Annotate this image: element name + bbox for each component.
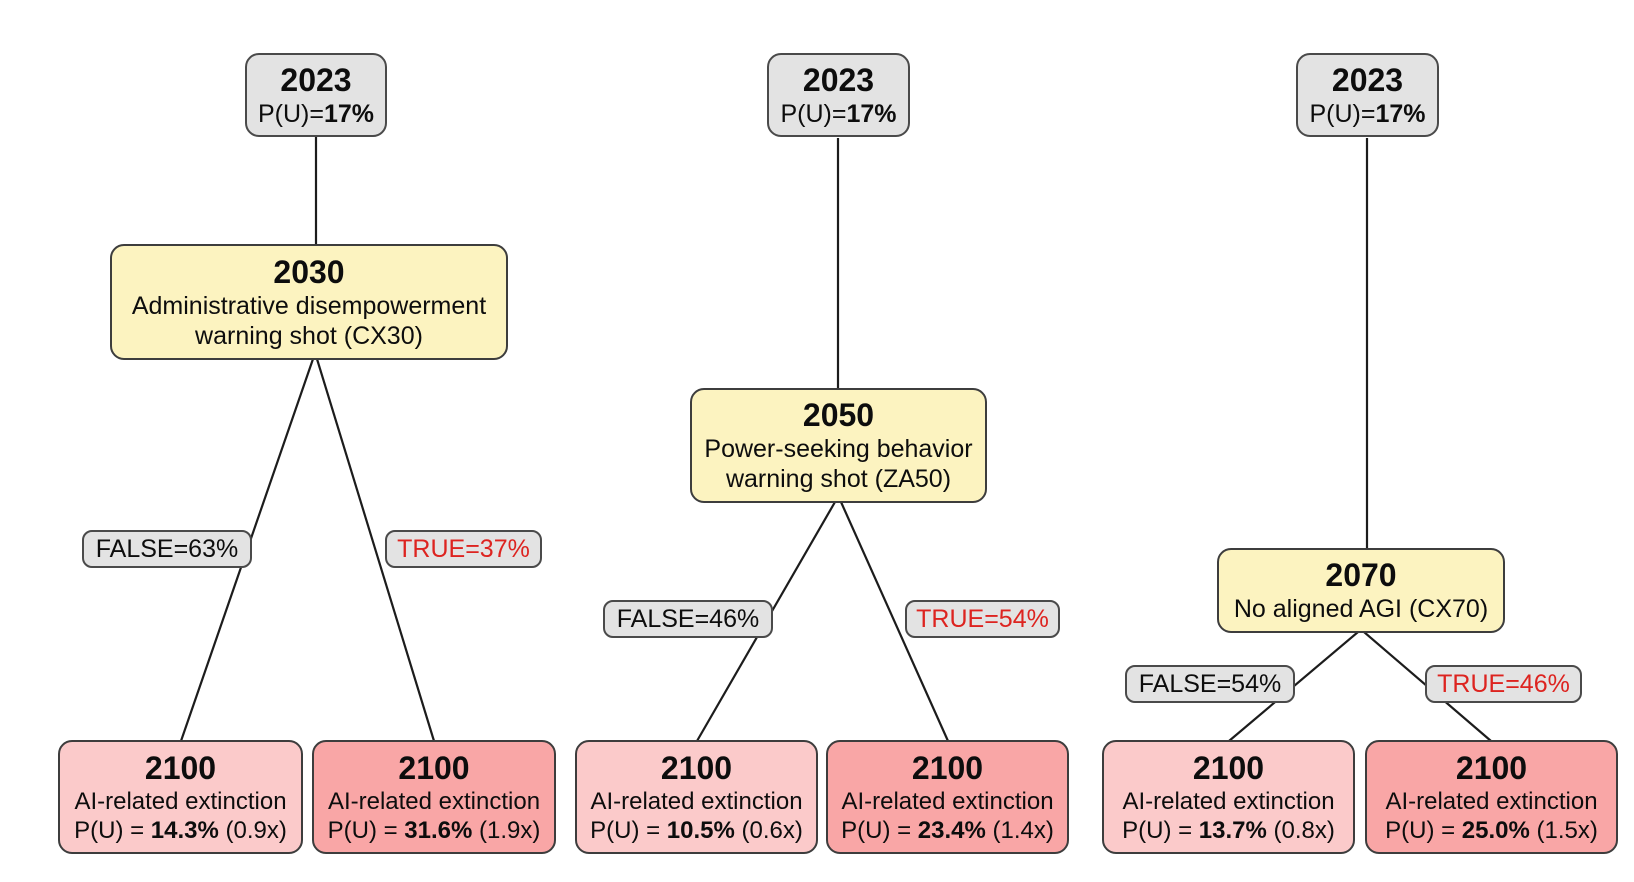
pu-prefix: P(U) = [1385,816,1462,844]
leaf-year: 2100 [144,749,217,786]
pu-multiplier: (1.5x) [1529,816,1598,844]
pu-value: 17% [846,99,897,128]
tree1-branch-year: 2030 [273,253,345,290]
pu-value: 25.0% [1461,816,1530,844]
pu-value: 31.6% [404,816,473,844]
tree3-branch-year: 2070 [1325,557,1397,593]
leaf-event: AI-related extinction [74,787,287,815]
pu-value: 17% [323,99,375,128]
tree1-root-year: 2023 [280,61,352,98]
pu-prefix: P(U) = [327,816,405,844]
pu-prefix: P(U)= [1309,99,1376,128]
edge-branch-trueleaf-1 [315,358,436,742]
pu-prefix: P(U) = [74,816,151,844]
pu-value: 10.5% [666,816,735,844]
pu-multiplier: (0.8x) [1266,816,1335,844]
leaf-probability: P(U) = 14.3% (0.9x) [74,816,287,845]
pu-multiplier: (1.4x) [985,816,1054,844]
pu-multiplier: (0.6x) [734,816,803,844]
pu-prefix: P(U) = [841,816,918,844]
tree1-root-probability: P(U)=17% [258,99,374,129]
leaf-probability: P(U) = 10.5% (0.6x) [590,816,803,845]
pu-multiplier: (1.9x) [472,816,541,844]
edge-branch-trueleaf-2 [839,501,950,742]
pu-value: 13.7% [1198,816,1267,844]
leaf-event: AI-related extinction [327,787,541,815]
tree1-root-node: 2023 P(U)=17% [245,53,387,137]
tree3-false-leaf-node: 2100 AI-related extinction P(U) = 13.7% … [1102,740,1355,854]
leaf-year: 2100 [1455,749,1528,786]
leaf-year: 2100 [911,749,984,786]
tree2-branch-node: 2050 Power-seeking behavior warning shot… [690,388,987,503]
tree3-true-leaf-node: 2100 AI-related extinction P(U) = 25.0% … [1365,740,1618,854]
leaf-year: 2100 [1192,749,1265,786]
pu-prefix: P(U) = [1122,816,1199,844]
leaf-event: AI-related extinction [841,787,1054,815]
tree2-true-edge-label: TRUE=54% [905,600,1060,638]
tree1-true-leaf-node: 2100 AI-related extinction P(U) = 31.6% … [312,740,556,854]
leaf-event: AI-related extinction [590,787,803,815]
tree3-false-edge-label: FALSE=54% [1125,665,1295,703]
leaf-probability: P(U) = 23.4% (1.4x) [841,816,1054,845]
leaf-probability: P(U) = 25.0% (1.5x) [1385,816,1598,845]
tree1-branch-line1: Administrative disempowerment [131,291,487,320]
leaf-probability: P(U) = 31.6% (1.9x) [328,816,541,845]
tree1-false-leaf-node: 2100 AI-related extinction P(U) = 14.3% … [58,740,303,854]
leaf-year: 2100 [398,749,470,786]
tree3-branch-node: 2070 No aligned AGI (CX70) [1217,548,1505,633]
tree1-false-edge-label: FALSE=63% [82,530,252,568]
tree2-root-node: 2023 P(U)=17% [767,53,910,137]
tree2-false-leaf-node: 2100 AI-related extinction P(U) = 10.5% … [575,740,818,854]
tree2-root-probability: P(U)=17% [780,99,896,129]
pu-prefix: P(U) = [590,816,667,844]
pu-prefix: P(U)= [257,99,324,128]
leaf-event: AI-related extinction [1385,787,1598,815]
tree2-branch-line2: warning shot (ZA50) [725,465,952,493]
tree3-root-probability: P(U)=17% [1309,99,1425,129]
tree3-true-edge-label: TRUE=46% [1425,665,1582,703]
tree2-false-edge-label: FALSE=46% [603,600,773,638]
leaf-year: 2100 [660,749,733,786]
pu-value: 14.3% [150,816,219,844]
pu-prefix: P(U)= [780,99,847,128]
tree2-branch-year: 2050 [802,397,875,433]
tree1-branch-line2: warning shot (CX30) [195,321,423,350]
tree1-true-edge-label: TRUE=37% [385,530,542,568]
pu-multiplier: (0.9x) [218,816,287,844]
tree2-branch-line1: Power-seeking behavior [704,435,973,463]
tree2-true-leaf-node: 2100 AI-related extinction P(U) = 23.4% … [826,740,1069,854]
leaf-event: AI-related extinction [1122,787,1335,815]
pu-value: 23.4% [917,816,986,844]
tree2-root-year: 2023 [802,61,875,98]
tree3-root-node: 2023 P(U)=17% [1296,53,1439,137]
pu-value: 17% [1375,99,1426,128]
tree1-branch-node: 2030 Administrative disempowerment warni… [110,244,508,360]
tree3-root-year: 2023 [1331,61,1404,98]
leaf-probability: P(U) = 13.7% (0.8x) [1122,816,1335,845]
tree3-branch-line1: No aligned AGI (CX70) [1233,595,1489,623]
